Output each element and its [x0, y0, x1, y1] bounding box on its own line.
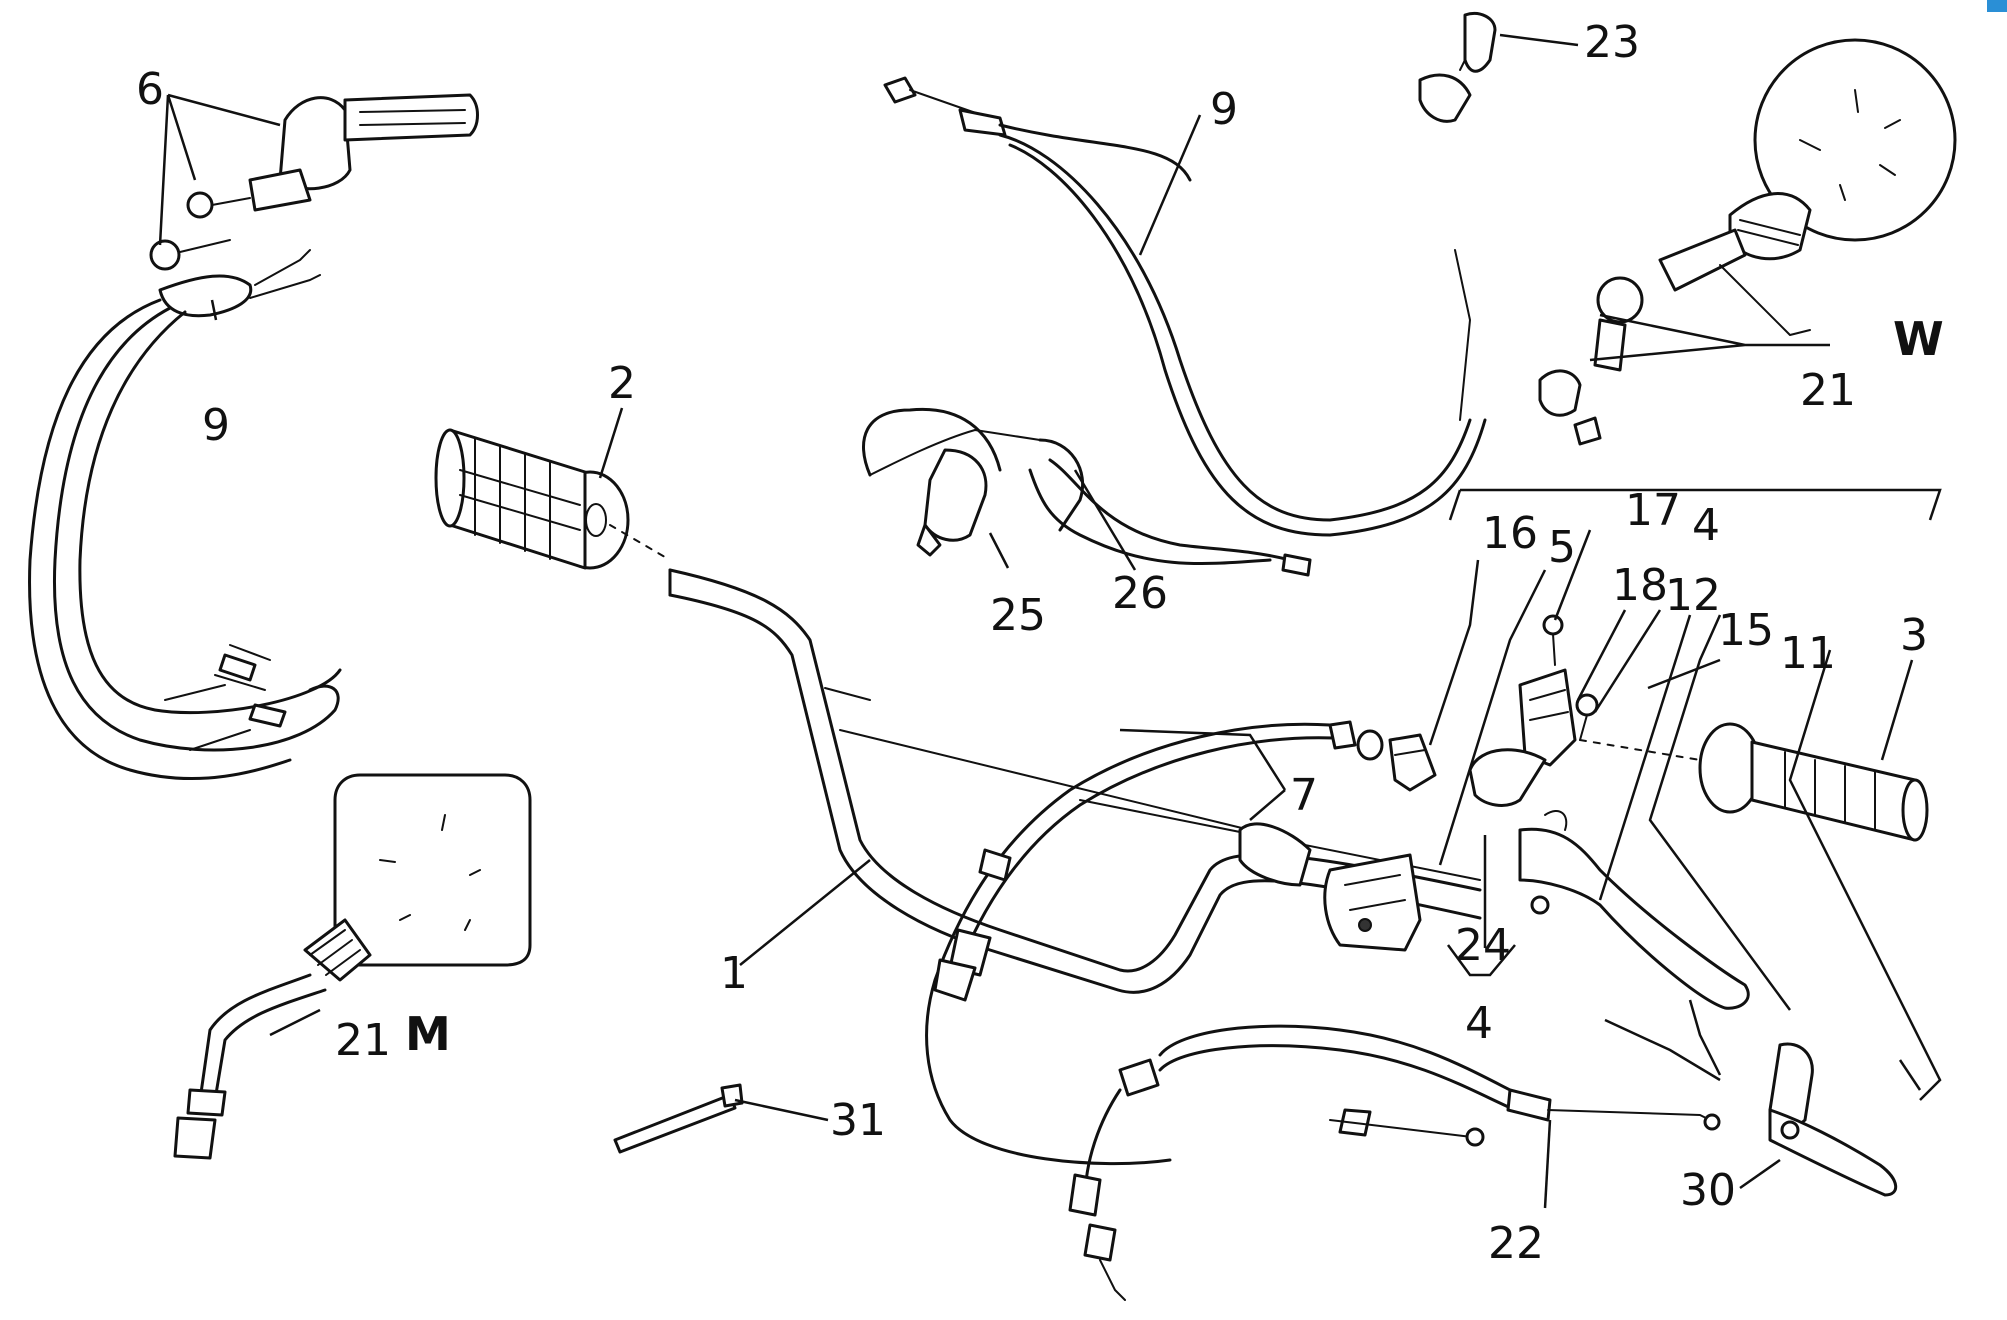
corner-marker — [1987, 0, 2007, 12]
switch-with-wire — [862, 407, 1312, 577]
callout-21-w: 21 — [1800, 365, 1856, 416]
front-lever — [1518, 810, 1750, 1010]
square-mirror-m — [173, 773, 532, 1160]
callout-labels: 6 9 2 9 23 W 21 17 4 16 5 18 12 15 11 3 … — [136, 17, 1944, 1269]
clutch-cable — [925, 720, 1384, 1166]
round-mirror-w — [1538, 38, 1957, 446]
callout-4-top: 4 — [1692, 500, 1720, 551]
callout-7: 7 — [1290, 770, 1318, 821]
variant-label-m: M — [405, 1007, 451, 1061]
callout-9-top: 9 — [1210, 84, 1238, 135]
left-grip — [434, 428, 671, 570]
right-grip — [1579, 722, 1929, 842]
callout-16: 16 — [1482, 508, 1538, 559]
callout-15: 15 — [1718, 605, 1774, 656]
callout-2: 2 — [608, 358, 636, 409]
callout-4-bottom: 4 — [1465, 998, 1493, 1049]
callout-23: 23 — [1584, 17, 1640, 68]
bracket-part-5 — [1323, 853, 1422, 952]
callout-3: 3 — [1900, 610, 1928, 661]
callout-17: 17 — [1625, 485, 1681, 536]
callout-26: 26 — [1112, 568, 1168, 619]
master-cylinder — [1468, 614, 1599, 807]
variant-label-w: W — [1893, 312, 1944, 366]
callout-12: 12 — [1665, 570, 1721, 621]
lever-assembly-30 — [1768, 1042, 1898, 1197]
lower-cable — [1068, 1024, 1721, 1301]
callout-31: 31 — [830, 1095, 886, 1146]
callout-1: 1 — [720, 948, 748, 999]
callout-22: 22 — [1488, 1218, 1544, 1269]
throttle-assembly — [28, 93, 479, 781]
callout-11: 11 — [1780, 628, 1836, 679]
callout-5: 5 — [1548, 522, 1576, 573]
callout-6: 6 — [136, 64, 164, 115]
clamp-part-23 — [1418, 12, 1497, 123]
cable-tie-31 — [613, 1083, 744, 1154]
leader-lines — [158, 33, 1942, 1209]
callout-30: 30 — [1680, 1165, 1736, 1216]
callout-24: 24 — [1455, 920, 1511, 971]
callout-18: 18 — [1612, 560, 1668, 611]
top-cable — [883, 76, 1487, 537]
callout-25: 25 — [990, 590, 1046, 641]
callout-21-m: 21 — [335, 1015, 391, 1066]
adjuster-part-16 — [1388, 733, 1437, 792]
callout-9-left: 9 — [202, 400, 230, 451]
